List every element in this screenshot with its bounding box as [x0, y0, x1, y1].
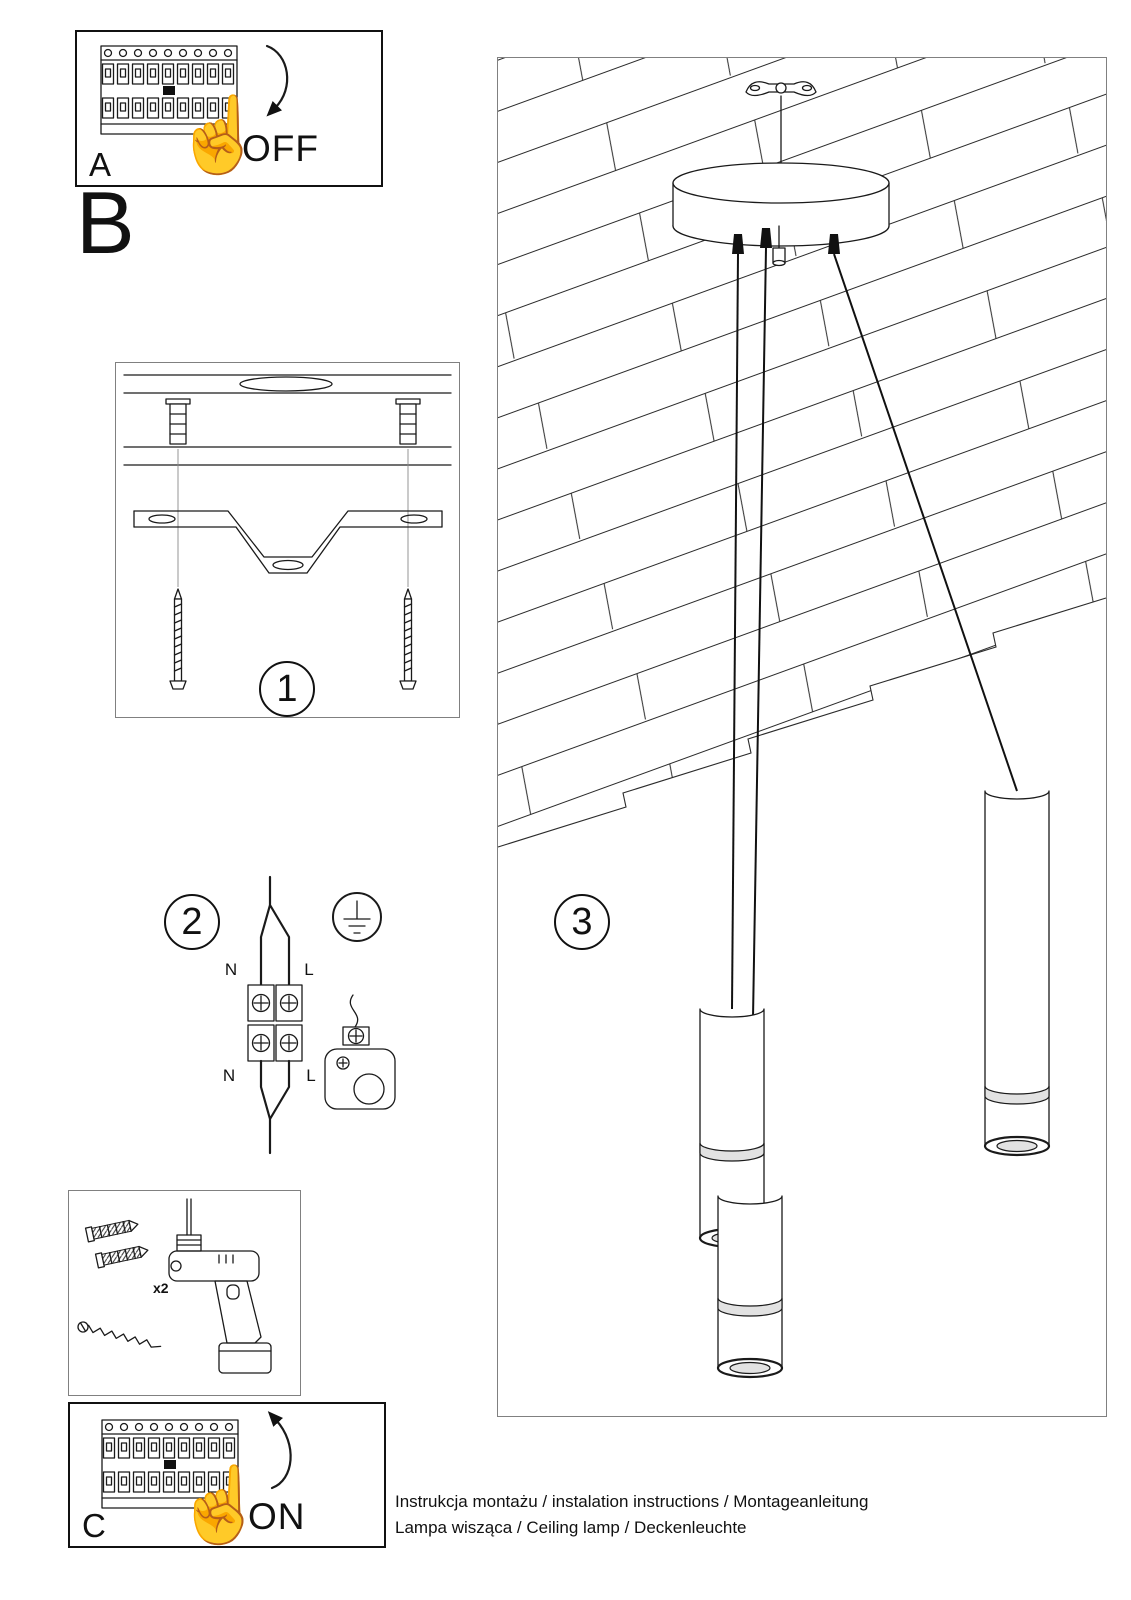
pointing-hand-icon: ☝: [174, 1463, 267, 1546]
pendant-lamp-right: [983, 790, 1051, 1157]
screw-left: [169, 588, 187, 690]
drill-drawing: x2: [77, 1198, 272, 1374]
mounting-screw: [77, 1321, 162, 1348]
cordless-drill: [168, 1198, 272, 1374]
terminal-label-n-bottom: N: [223, 1066, 235, 1085]
bracket-mounting-drawing: [123, 374, 452, 690]
ground-symbol-icon: [332, 892, 382, 942]
ceiling-canopy: [672, 162, 890, 247]
pendant-lamp-front: [716, 1195, 784, 1379]
screw-right: [399, 588, 417, 690]
panel-a-label: A: [89, 146, 112, 183]
step-2-number: 2: [181, 900, 203, 943]
on-label: ON: [248, 1496, 306, 1537]
footer-line-1: Instrukcja montażu / instalation instruc…: [395, 1492, 869, 1511]
step-1-bracket-panel: [115, 362, 460, 718]
off-label: OFF: [242, 128, 319, 169]
step-2-badge: 2: [164, 894, 220, 950]
terminal-block: [247, 984, 303, 1062]
alignment-lines: [177, 449, 409, 587]
pendant-lamp-assembly-drawing: [497, 58, 1107, 1379]
arrow-down-icon: [265, 44, 289, 117]
terminal-label-n-top: N: [225, 960, 237, 979]
wall-plug-2: [94, 1242, 150, 1269]
cable-glands: [732, 225, 840, 267]
step-3-panel: [497, 57, 1107, 1417]
step-3-number: 3: [571, 900, 593, 943]
terminal-wiring-drawing: N L N L: [223, 875, 316, 1155]
ceiling-cross-section: [123, 374, 452, 466]
step-3-badge: 3: [554, 894, 610, 950]
anchors-quantity-label: x2: [153, 1280, 169, 1296]
step-1-number: 1: [276, 667, 298, 710]
wall-plug-1: [84, 1216, 140, 1243]
panel-c-breaker-on: ☝ ON C: [68, 1402, 386, 1548]
ground-terminal-drawing: [324, 994, 396, 1110]
arrow-up-icon: [267, 1411, 292, 1490]
footer: Instrukcja montażu / instalation instruc…: [395, 1489, 868, 1541]
terminal-label-l-top: L: [304, 960, 313, 979]
ceiling-planks: [498, 58, 1106, 847]
panel-c-label: C: [82, 1507, 106, 1544]
ceiling-bracket: [745, 81, 817, 97]
wall-anchor-left: [165, 398, 191, 445]
mounting-strap: [133, 510, 443, 574]
wall-anchor-right: [395, 398, 421, 445]
tools-panel: x2: [68, 1190, 301, 1396]
ceiling-planks-edge: [497, 597, 1107, 848]
terminal-label-l-bottom: L: [306, 1066, 315, 1085]
supply-wires: [259, 875, 291, 987]
pointing-hand-icon: ☝: [173, 93, 266, 176]
panel-a-breaker-off: ☝ OFF A: [75, 30, 383, 187]
step-1-badge: 1: [259, 661, 315, 717]
lamp-wires: [259, 1059, 291, 1155]
section-b-label: B: [76, 173, 135, 272]
footer-line-2: Lampa wisząca / Ceiling lamp / Deckenleu…: [395, 1518, 747, 1537]
